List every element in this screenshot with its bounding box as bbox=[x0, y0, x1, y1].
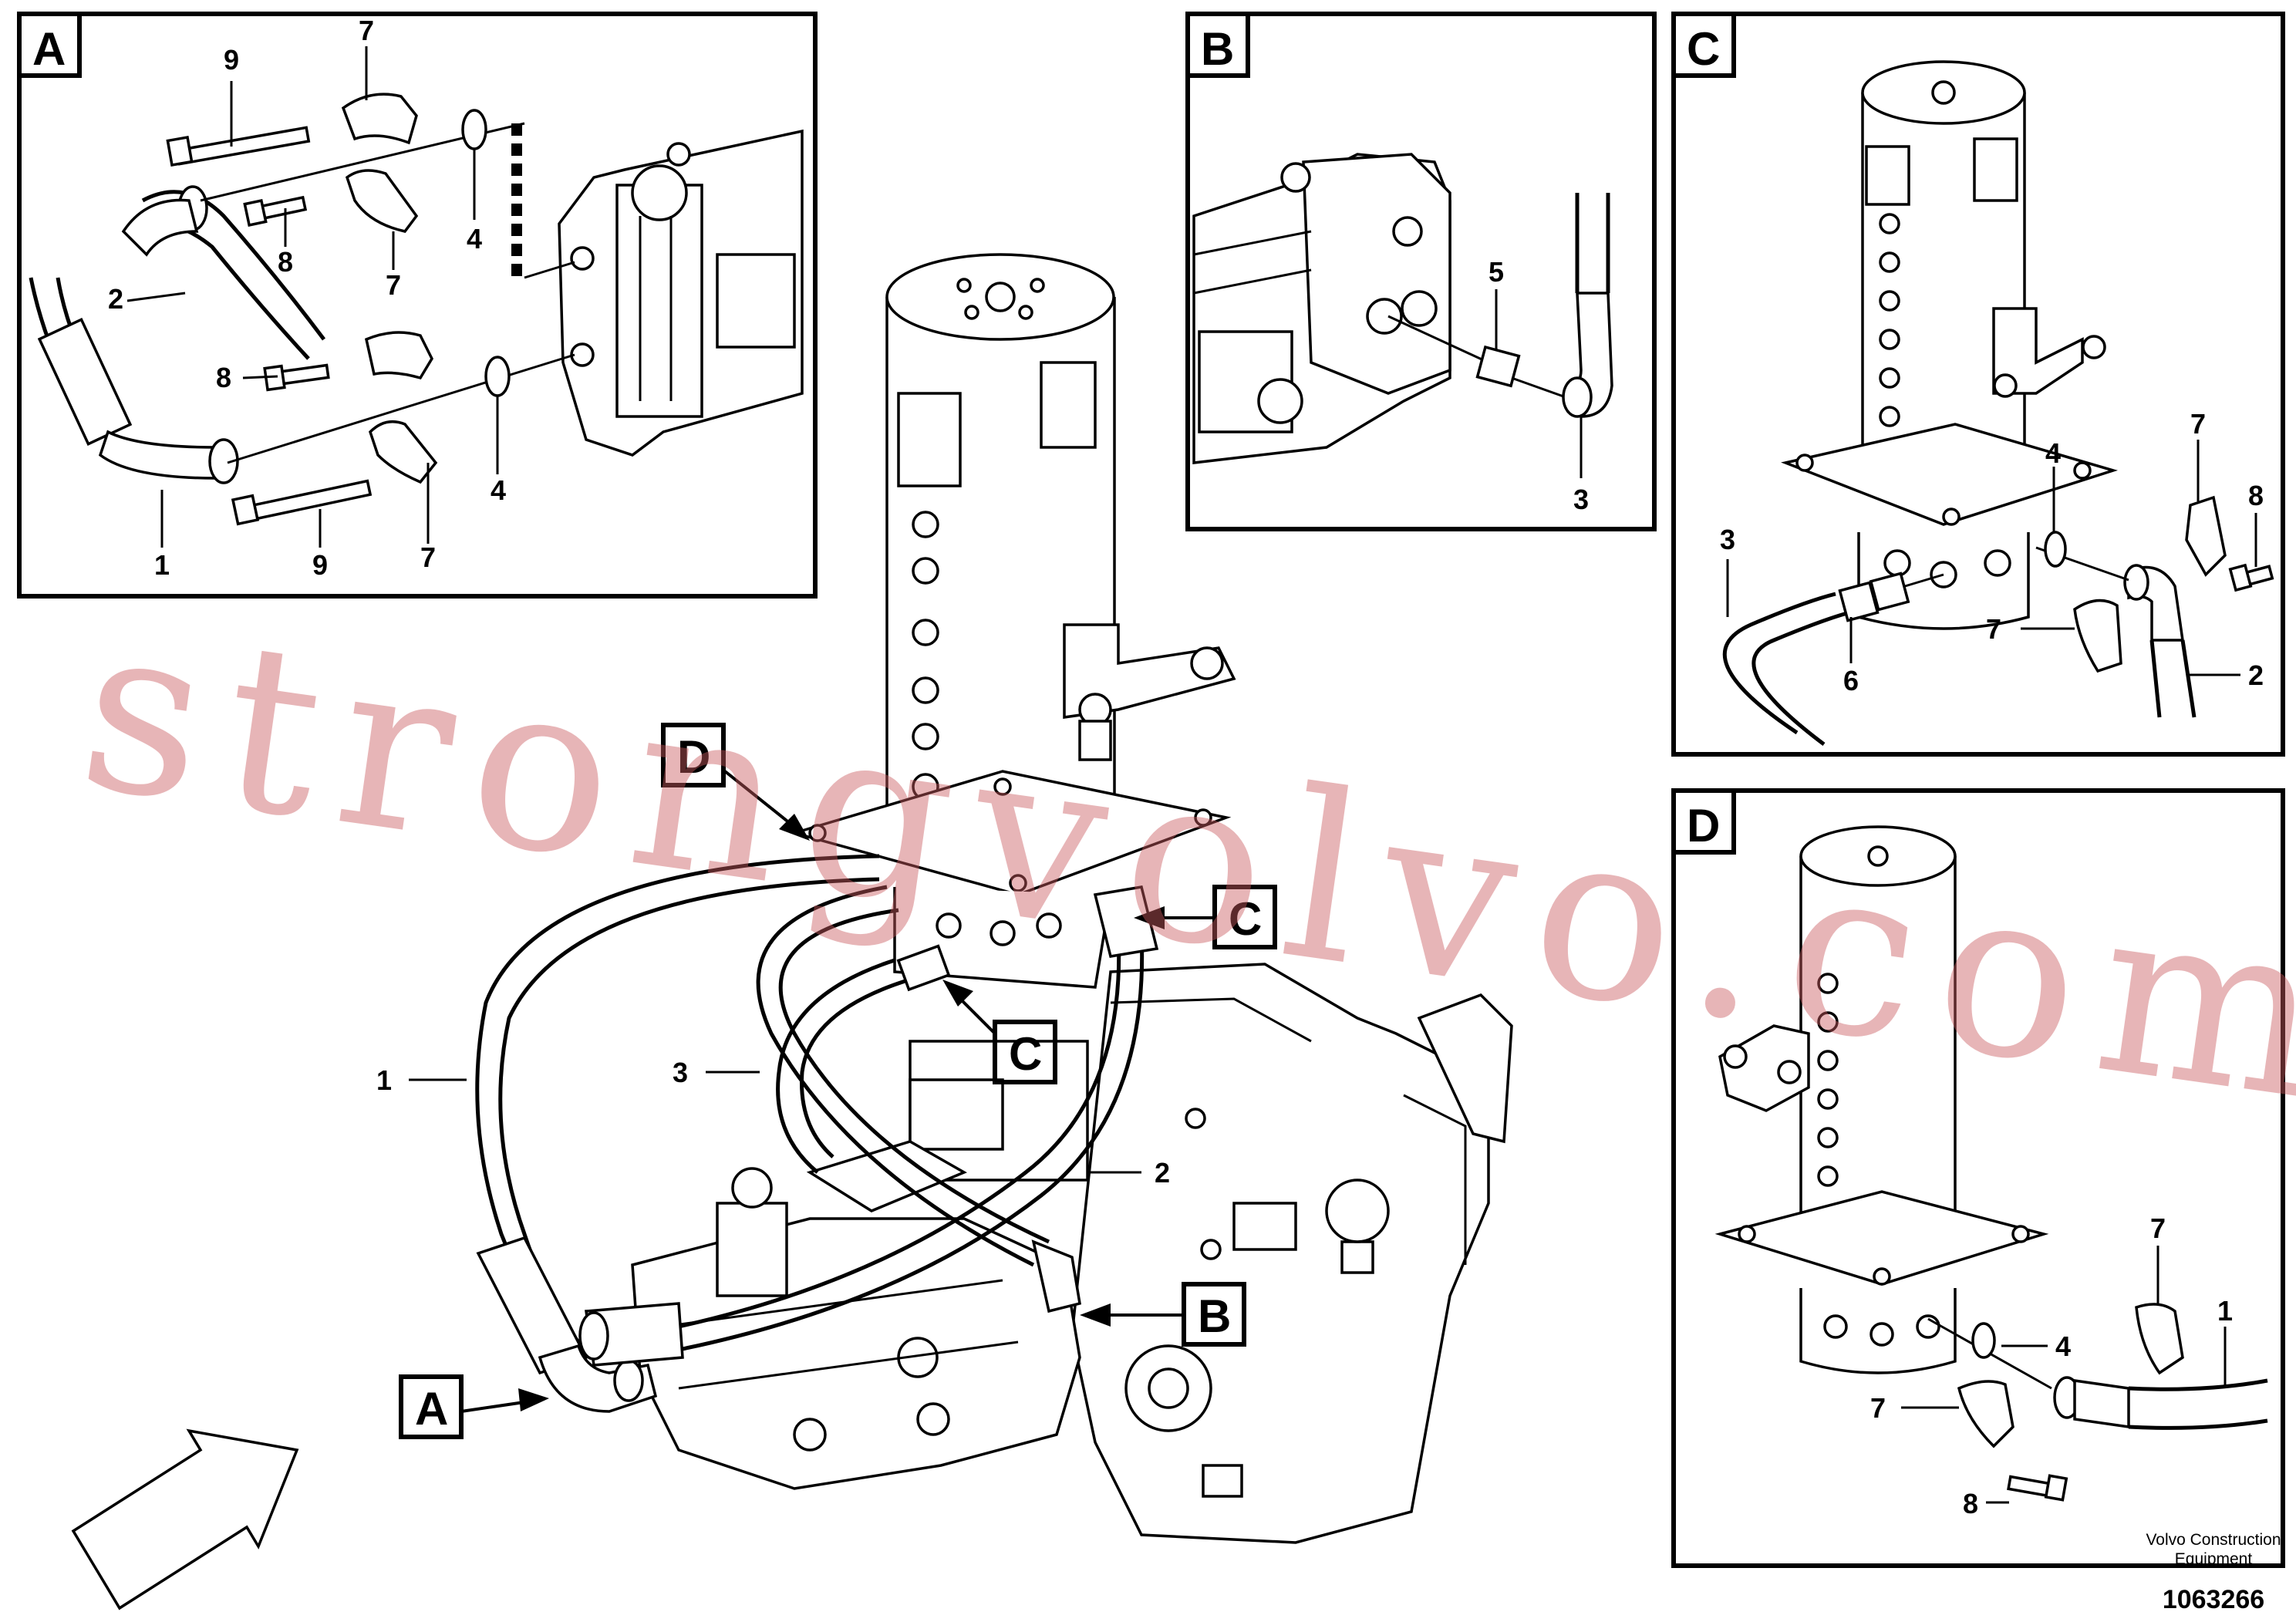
detail-panel-a: A bbox=[17, 12, 818, 599]
label-c-2: 2 bbox=[2248, 659, 2264, 691]
label-a-9-top: 9 bbox=[224, 44, 239, 76]
callout-b: B bbox=[1198, 1290, 1231, 1342]
label-a-8-mid: 8 bbox=[216, 362, 231, 393]
label-a-7-top: 7 bbox=[359, 15, 374, 46]
label-a-7-bottom: 7 bbox=[420, 541, 436, 573]
label-a-8-top: 8 bbox=[278, 246, 293, 278]
callout-d: D bbox=[677, 731, 710, 783]
label-b-5: 5 bbox=[1489, 256, 1504, 288]
label-c-7-left: 7 bbox=[1986, 613, 2001, 645]
label-a-9-bottom: 9 bbox=[312, 549, 328, 581]
label-d-4: 4 bbox=[2055, 1330, 2071, 1362]
label-c-4: 4 bbox=[2045, 437, 2061, 469]
label-main-2: 2 bbox=[1155, 1157, 1170, 1189]
detail-panel-c: C bbox=[1671, 12, 2285, 757]
label-d-1: 1 bbox=[2217, 1295, 2233, 1327]
panel-b-tag: B bbox=[1201, 23, 1234, 75]
footer-brand-line1: Volvo Construction bbox=[2146, 1531, 2281, 1549]
detail-panel-d: D bbox=[1671, 788, 2285, 1568]
panel-a-tag: A bbox=[32, 23, 66, 75]
footer-brand-line2: Equipment bbox=[2175, 1550, 2253, 1568]
main-assembly: 1 3 2 D C C B A bbox=[71, 253, 1513, 1610]
detail-panel-b: B 5 3 bbox=[1185, 12, 1657, 531]
panel-d-tag: D bbox=[1687, 800, 1720, 851]
drawing-number: 1063266 bbox=[2163, 1585, 2264, 1614]
label-a-4-bottom: 4 bbox=[491, 474, 506, 506]
label-c-6: 6 bbox=[1843, 665, 1859, 696]
label-main-1: 1 bbox=[376, 1064, 392, 1096]
label-a-7-mid: 7 bbox=[386, 269, 401, 301]
label-a-4-top: 4 bbox=[467, 223, 482, 255]
label-main-3: 3 bbox=[673, 1057, 688, 1088]
label-d-8: 8 bbox=[1963, 1488, 1978, 1519]
label-c-8: 8 bbox=[2248, 480, 2264, 511]
label-d-7-right: 7 bbox=[2150, 1212, 2166, 1244]
callout-c-right: C bbox=[1229, 893, 1262, 945]
direction-arrow-icon bbox=[71, 1428, 299, 1610]
callout-a: A bbox=[415, 1383, 448, 1435]
panel-c-tag: C bbox=[1687, 23, 1720, 75]
label-d-7-left: 7 bbox=[1870, 1392, 1886, 1424]
label-a-2: 2 bbox=[108, 283, 123, 315]
label-c-3: 3 bbox=[1720, 524, 1735, 555]
callout-c-center: C bbox=[1009, 1028, 1042, 1080]
label-a-1: 1 bbox=[154, 549, 170, 581]
label-c-7-right: 7 bbox=[2190, 408, 2206, 440]
label-b-3: 3 bbox=[1573, 484, 1589, 515]
